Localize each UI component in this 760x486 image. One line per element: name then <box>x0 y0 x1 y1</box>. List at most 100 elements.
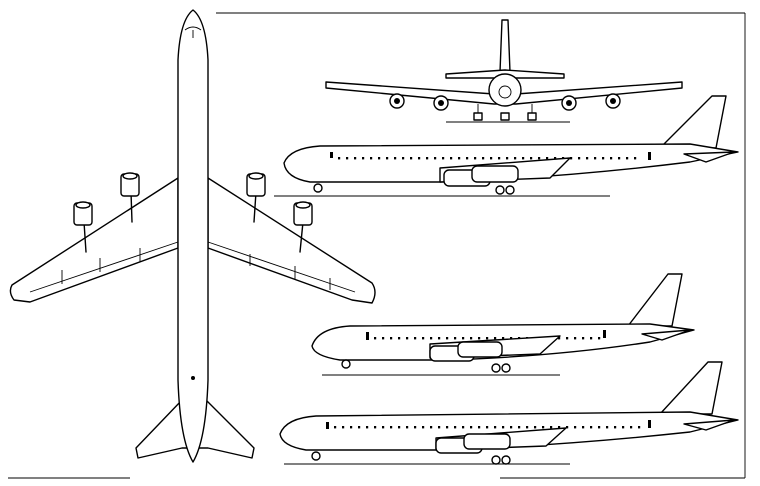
cabin-window <box>334 426 337 429</box>
cabin-window <box>462 426 465 429</box>
cabin-window <box>450 157 453 160</box>
right-outboard-engine <box>293 201 313 253</box>
drawing-frame <box>8 12 746 479</box>
side-2-windows <box>366 330 606 340</box>
cabin-window <box>614 426 617 429</box>
side-3-fin <box>659 361 723 415</box>
cabin-window <box>510 426 513 429</box>
cabin-window <box>426 157 429 160</box>
plan-view <box>9 9 376 463</box>
cabin-window <box>478 337 481 340</box>
cabin-window <box>422 337 425 340</box>
cabin-window <box>398 426 401 429</box>
cabin-window <box>514 157 517 160</box>
cabin-window <box>578 157 581 160</box>
cabin-window <box>470 426 473 429</box>
cabin-window <box>418 157 421 160</box>
cabin-window <box>486 426 489 429</box>
cabin-window <box>602 157 605 160</box>
cabin-window <box>462 337 465 340</box>
cabin-window <box>470 337 473 340</box>
cabin-window <box>494 337 497 340</box>
side-1-engine-outboard <box>471 165 519 183</box>
cabin-window <box>558 337 561 340</box>
cabin-window <box>366 426 369 429</box>
cabin-window <box>582 426 585 429</box>
cabin-window <box>386 157 389 160</box>
flap-lines <box>29 241 356 293</box>
cabin-window <box>586 157 589 160</box>
cabin-window <box>518 426 521 429</box>
cabin-window <box>338 157 341 160</box>
cabin-window <box>390 337 393 340</box>
cabin-window <box>638 426 641 429</box>
front-vertical-fin <box>499 19 511 73</box>
cabin-window <box>590 426 593 429</box>
cabin-window <box>598 426 601 429</box>
cabin-window <box>574 337 577 340</box>
cabin-window <box>490 157 493 160</box>
cabin-window <box>626 157 629 160</box>
side-3-windows <box>326 420 651 429</box>
cabin-window <box>454 337 457 340</box>
side-2-gear <box>322 359 560 376</box>
cabin-window <box>522 157 525 160</box>
right-inboard-engine <box>246 172 266 223</box>
cabin-window <box>458 157 461 160</box>
cabin-window <box>406 426 409 429</box>
cabin-window <box>526 426 529 429</box>
front-view <box>325 19 683 123</box>
cabin-window <box>534 426 537 429</box>
side-view-3 <box>279 361 739 465</box>
side-1-gear <box>274 183 610 197</box>
side-2-fin <box>627 273 683 327</box>
cabin-window <box>374 426 377 429</box>
cabin-window <box>362 157 365 160</box>
cabin-window <box>346 157 349 160</box>
cabin-window <box>410 157 413 160</box>
cabin-window <box>438 337 441 340</box>
cabin-window <box>622 426 625 429</box>
cabin-window <box>350 426 353 429</box>
plan-fuselage <box>177 9 209 463</box>
cabin-window <box>610 157 613 160</box>
cabin-window <box>354 157 357 160</box>
cabin-window <box>566 426 569 429</box>
cabin-window <box>430 337 433 340</box>
front-engines <box>389 93 621 111</box>
cabin-window <box>502 426 505 429</box>
cabin-window <box>482 157 485 160</box>
side-2-engine-outboard <box>457 341 503 358</box>
cabin-window <box>502 337 505 340</box>
cabin-window <box>358 426 361 429</box>
right-wing <box>207 177 376 304</box>
cabin-window <box>446 337 449 340</box>
cabin-window <box>546 157 549 160</box>
cabin-window <box>414 426 417 429</box>
left-inboard-engine <box>120 172 140 223</box>
cabin-window <box>486 337 489 340</box>
cabin-window <box>414 337 417 340</box>
cabin-window <box>438 426 441 429</box>
side-view-2 <box>311 273 695 376</box>
cabin-window <box>558 426 561 429</box>
left-outboard-engine <box>73 201 93 253</box>
cabin-window <box>434 157 437 160</box>
cabin-window <box>582 337 585 340</box>
side-3-fuselage <box>279 411 739 451</box>
cabin-window <box>382 426 385 429</box>
front-fuselage <box>488 73 522 107</box>
cabin-window <box>570 157 573 160</box>
cabin-window <box>550 426 553 429</box>
cabin-window <box>538 157 541 160</box>
cabin-window <box>594 157 597 160</box>
cabin-window <box>398 337 401 340</box>
side-3-engine-outboard <box>463 433 511 450</box>
side-view-1 <box>274 95 739 197</box>
cabin-window <box>590 337 593 340</box>
cabin-window <box>454 426 457 429</box>
cabin-window <box>510 337 513 340</box>
cabin-window <box>378 157 381 160</box>
cabin-window <box>554 157 557 160</box>
